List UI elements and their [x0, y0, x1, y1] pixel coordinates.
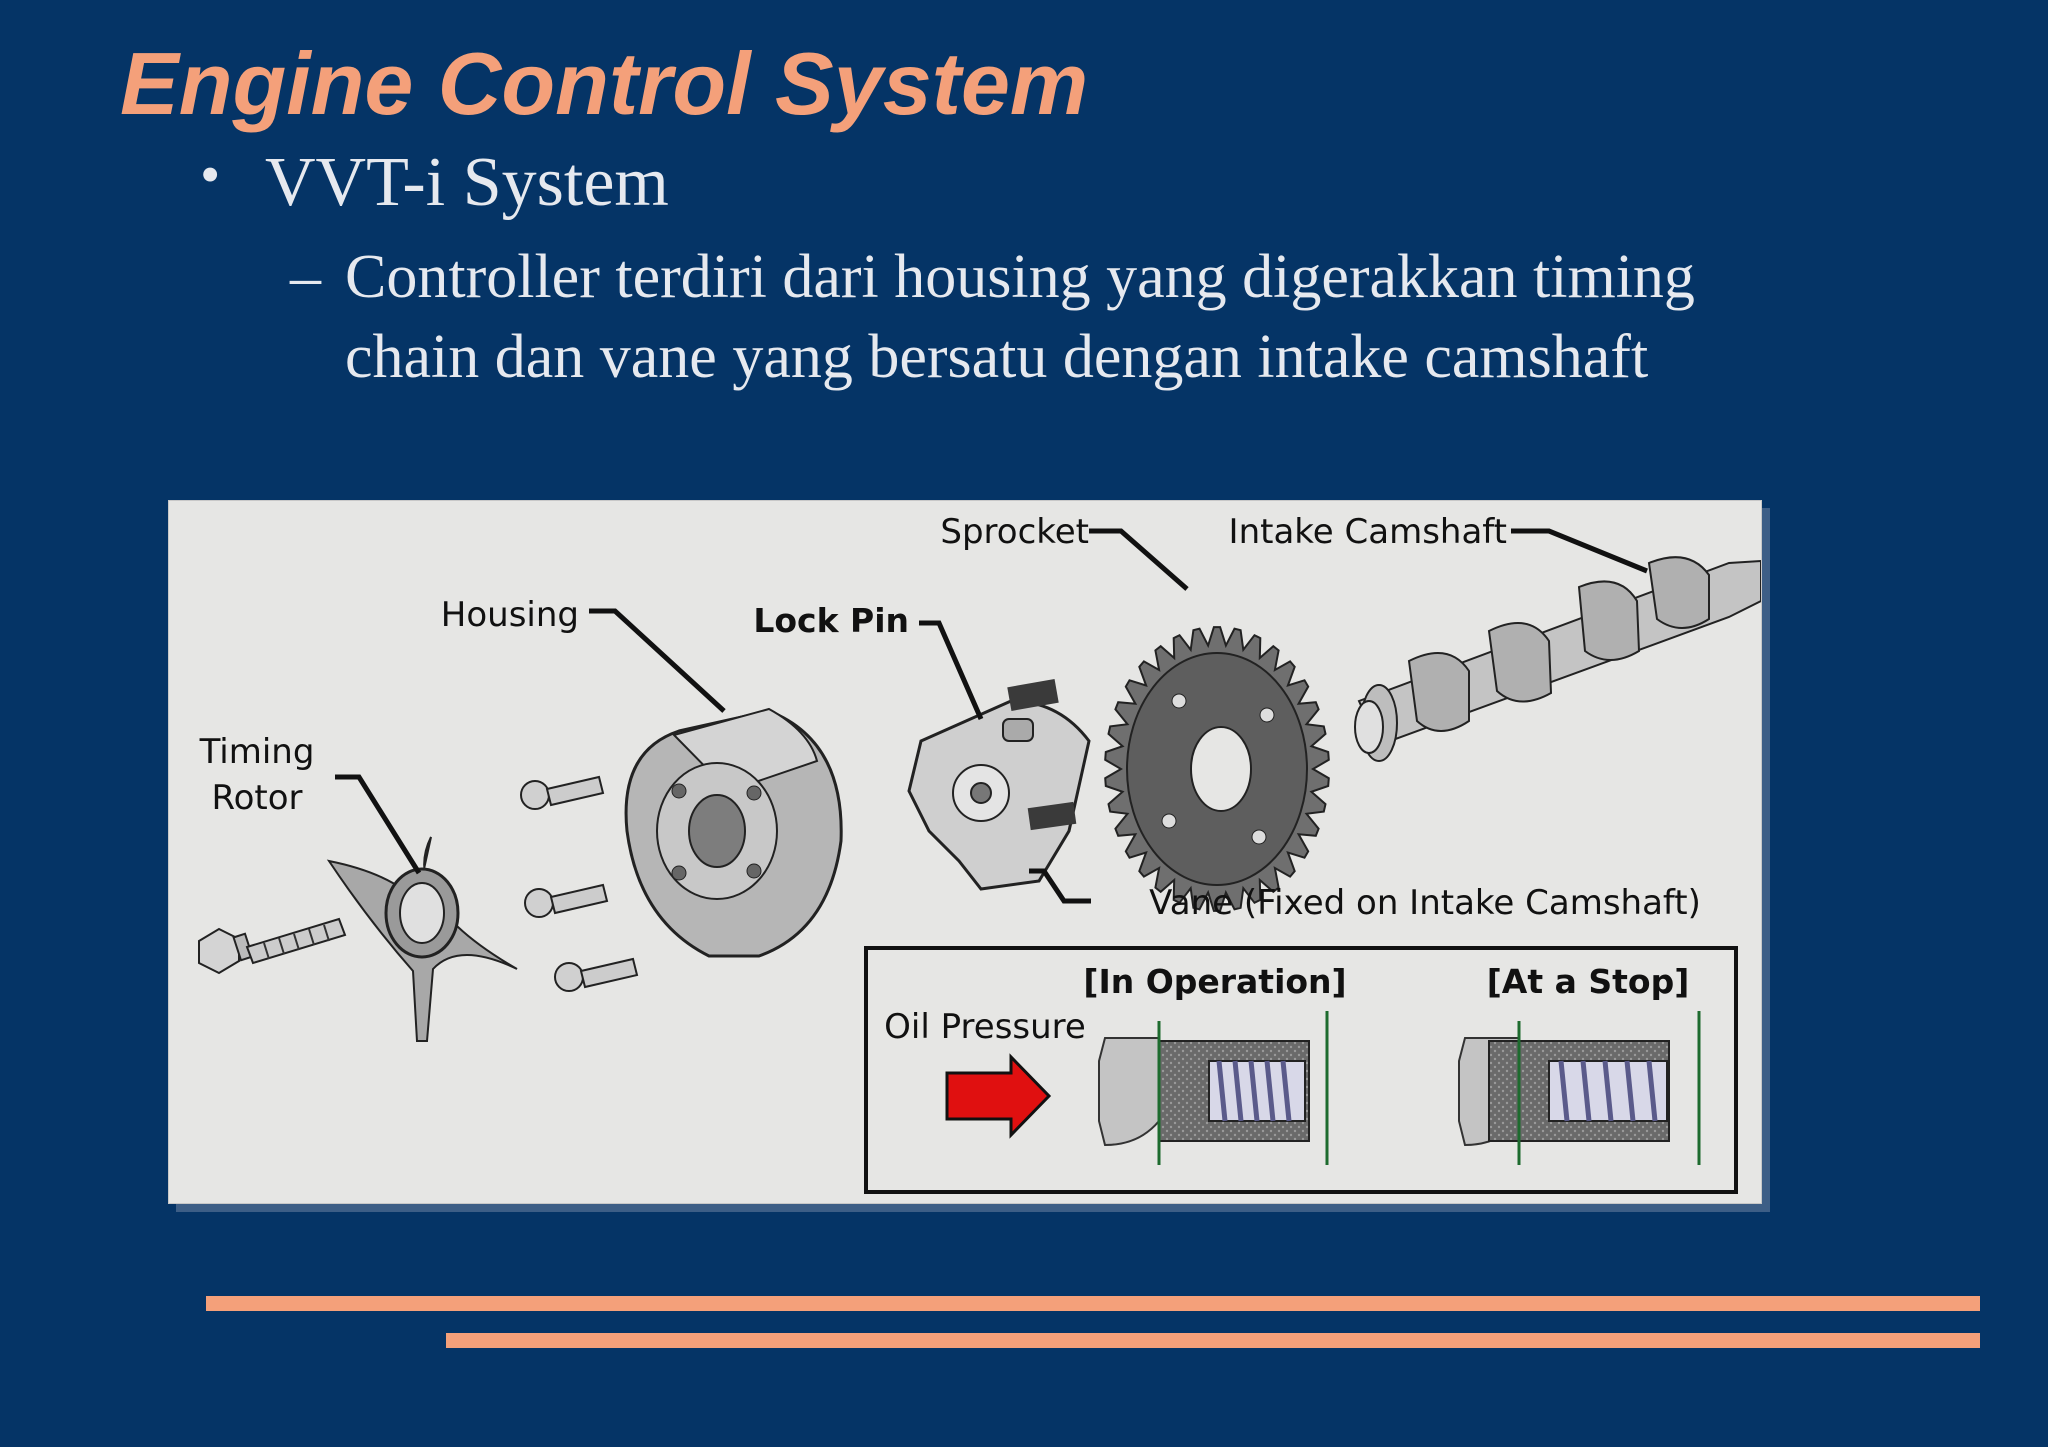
oil-pressure-arrow-icon: [945, 1053, 1052, 1139]
vane-part: [907, 679, 1091, 891]
timing-rotor-label-line1: Timing: [199, 732, 315, 772]
dash-bullet-icon: –: [290, 243, 321, 311]
timing-rotor-part: [326, 836, 518, 1042]
slide-title: Engine Control System: [120, 34, 1089, 133]
intake-camshaft-part: [1354, 556, 1761, 762]
lock-pin-label: Lock Pin: [753, 601, 909, 640]
small-bolt: [520, 775, 605, 810]
long-bolt: [198, 917, 347, 975]
timing-rotor-label-line2: Rotor: [211, 778, 302, 818]
oil-pressure-label: Oil Pressure: [884, 1007, 1086, 1047]
sprocket-part: [1104, 626, 1330, 912]
small-bolt: [554, 957, 639, 992]
bullet-dot-icon: •: [200, 142, 221, 207]
small-bolt: [524, 883, 609, 918]
lock-pin-in-operation-drawing: [1098, 1011, 1329, 1165]
leader-lines: [335, 528, 1648, 904]
housing-part: [624, 707, 843, 958]
decorative-line-bottom: [446, 1333, 1980, 1348]
sub-bullet-text: Controller terdiri dari housing yang dig…: [345, 243, 1695, 391]
at-a-stop-label: [At a Stop]: [1487, 962, 1690, 1001]
sub-bullet-item: – Controller terdiri dari housing yang d…: [290, 237, 1770, 397]
sprocket-label: Sprocket: [940, 512, 1089, 552]
vane-label: Vane (Fixed on Intake Camshaft): [1149, 883, 1701, 923]
bullet-text: VVT-i System: [265, 144, 669, 221]
decorative-line-top: [206, 1296, 1980, 1311]
in-operation-label: [In Operation]: [1083, 962, 1346, 1001]
housing-label: Housing: [441, 595, 579, 635]
lock-pin-at-a-stop-drawing: [1458, 1011, 1701, 1165]
lock-pin-inset: [In Operation] [At a Stop] Oil Pressure: [864, 946, 1738, 1194]
intake-camshaft-label: Intake Camshaft: [1229, 512, 1507, 552]
vvt-i-exploded-diagram: Sprocket Intake Camshaft Housing Lock Pi…: [168, 500, 1762, 1204]
